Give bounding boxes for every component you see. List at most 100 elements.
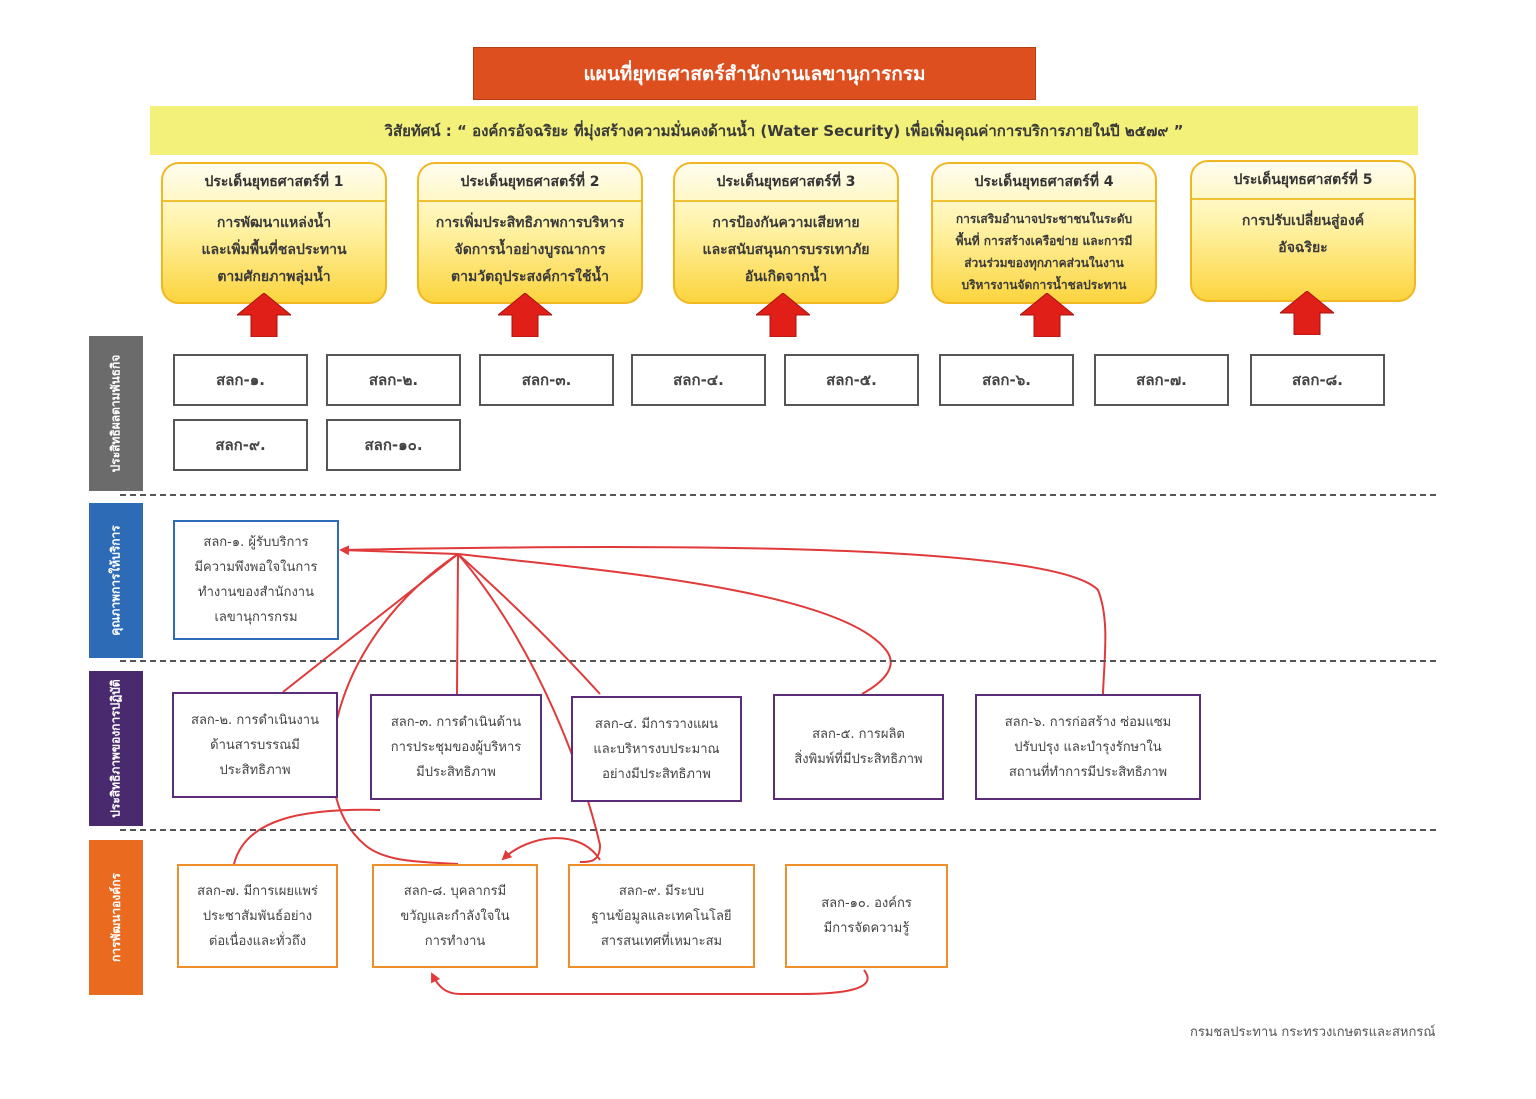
separator bbox=[120, 660, 1436, 662]
link-goal8-left bbox=[330, 553, 459, 865]
goal-box-6: สลก-๖. การก่อสร้าง ซ่อมแซม ปรับปรุง และบ… bbox=[975, 694, 1201, 800]
goal-line: มีการจัดความรู้ bbox=[823, 921, 910, 936]
link-goal9-to-goal8 bbox=[501, 837, 601, 861]
strategic-theme-3: ประเด็นยุทธศาสตร์ที่ 3 การป้องกันความเสี… bbox=[673, 162, 899, 304]
band-service: คุณภาพการให้บริการ bbox=[89, 503, 143, 658]
theme-line: จัดการน้ำอย่างบูรณาการ bbox=[454, 242, 606, 258]
up-arrow-icon bbox=[1020, 293, 1074, 337]
goal-line: ต่อเนื่องและทั่วถึง bbox=[208, 933, 307, 949]
band-efficiency: ประสิทธิภาพของการปฏิบัติ bbox=[89, 671, 143, 826]
theme-line: ตามศักยภาพลุ่มน้ำ bbox=[217, 269, 331, 285]
goal-line: สลก-๑. ผู้รับบริการ bbox=[203, 535, 309, 550]
up-arrow-icon bbox=[498, 293, 552, 337]
goal-box-2: สลก-๒. การดำเนินงาน ด้านสารบรรณมี ประสิท… bbox=[172, 692, 338, 798]
link-to-goal1 bbox=[339, 545, 459, 556]
link-goal5 bbox=[457, 553, 892, 695]
theme-line: ตามวัตถุประสงค์การใช้น้ำ bbox=[451, 269, 609, 285]
band-effectiveness: ประสิทธิผลตามพันธกิจ bbox=[89, 336, 143, 491]
theme-line: และเพิ่มพื้นที่ชลประทาน bbox=[201, 242, 347, 258]
goal-line: สลก-๑๐. องค์กร bbox=[821, 896, 912, 911]
theme-title: ประเด็นยุทธศาสตร์ที่ 1 bbox=[163, 164, 385, 202]
theme-title: ประเด็นยุทธศาสตร์ที่ 4 bbox=[933, 164, 1155, 202]
goal-line: ประชาสัมพันธ์อย่าง bbox=[202, 908, 313, 924]
theme-line: และสนับสนุนการบรรเทาภัย bbox=[702, 242, 870, 258]
goal-line: และบริหารงบประมาณ bbox=[593, 741, 720, 757]
goal-box-5: สลก-๕. การผลิต สิ่งพิมพ์ที่มีประสิทธิภาพ bbox=[773, 694, 944, 800]
goal-line: สลก-๕. การผลิต bbox=[812, 727, 905, 742]
objective-box-6: สลก-๖. bbox=[939, 354, 1074, 406]
goal-line: สลก-๓. การดำเนินด้าน bbox=[390, 714, 522, 730]
band-label: การพัฒนาองค์กร bbox=[108, 873, 123, 962]
goal-box-7: สลก-๗. มีการเผยแพร่ ประชาสัมพันธ์อย่าง ต… bbox=[177, 864, 338, 968]
theme-line: บริหารงานจัดการน้ำชลประทาน bbox=[961, 278, 1127, 292]
theme-line: พื้นที่ การสร้างเครือข่าย และการมี bbox=[955, 234, 1133, 248]
goal-line: สลก-๒. การดำเนินงาน bbox=[191, 712, 319, 728]
theme-text: การป้องกันความเสียหาย และสนับสนุนการบรรเ… bbox=[675, 202, 897, 291]
goal-line: ฐานข้อมูลและเทคโนโลยี bbox=[591, 908, 732, 924]
objective-box-4: สลก-๔. bbox=[631, 354, 766, 406]
up-arrow-icon bbox=[237, 293, 291, 337]
band-development: การพัฒนาองค์กร bbox=[89, 840, 143, 995]
goal-line: การทำงาน bbox=[424, 933, 486, 949]
theme-title: ประเด็นยุทธศาสตร์ที่ 5 bbox=[1192, 162, 1414, 200]
goal-line: สิ่งพิมพ์ที่มีประสิทธิภาพ bbox=[794, 752, 923, 767]
goal-line: สลก-๙. มีระบบ bbox=[618, 883, 705, 899]
footer-text: กรมชลประทาน กระทรวงเกษตรและสหกรณ์ bbox=[1190, 1025, 1436, 1040]
strategic-theme-4: ประเด็นยุทธศาสตร์ที่ 4 การเสริมอำนาจประช… bbox=[931, 162, 1157, 304]
goal-line: เลขานุการกรม bbox=[214, 610, 298, 625]
objective-box-2: สลก-๒. bbox=[326, 354, 461, 406]
goal-box-4: สลก-๔. มีการวางแผน และบริหารงบประมาณ อย่… bbox=[571, 696, 742, 802]
separator bbox=[120, 829, 1436, 831]
objective-box-10: สลก-๑๐. bbox=[326, 419, 461, 471]
strategic-theme-2: ประเด็นยุทธศาสตร์ที่ 2 การเพิ่มประสิทธิภ… bbox=[417, 162, 643, 304]
theme-text: การปรับเปลี่ยนสู่องค์ อัจฉริยะ bbox=[1192, 200, 1414, 262]
goal-box-10: สลก-๑๐. องค์กร มีการจัดความรู้ bbox=[785, 864, 948, 968]
link-goal10-to-goal8 bbox=[431, 969, 869, 995]
theme-line: อัจฉริยะ bbox=[1278, 240, 1328, 256]
objective-box-5: สลก-๕. bbox=[784, 354, 919, 406]
goal-line: อย่างมีประสิทธิภาพ bbox=[602, 766, 711, 782]
objective-box-7: สลก-๗. bbox=[1094, 354, 1229, 406]
goal-line: สลก-๖. การก่อสร้าง ซ่อมแซม bbox=[1004, 714, 1172, 730]
goal-line: ขวัญและกำลังใจใน bbox=[400, 908, 510, 924]
theme-line: ส่วนร่วมของทุกภาคส่วนในงาน bbox=[964, 256, 1124, 270]
goal-line: มีความพึงพอใจในการ bbox=[194, 560, 318, 575]
vision-statement: วิสัยทัศน์ : “ องค์กรอัจฉริยะ ที่มุ่งสร้… bbox=[150, 106, 1418, 155]
goal-line: ประสิทธิภาพ bbox=[219, 762, 291, 778]
goal-box-8: สลก-๘. บุคลากรมี ขวัญและกำลังใจใน การทำง… bbox=[372, 864, 538, 968]
goal-line: ปรับปรุง และบำรุงรักษาใน bbox=[1014, 739, 1162, 755]
goal-box-3: สลก-๓. การดำเนินด้าน การประชุมของผู้บริห… bbox=[370, 694, 542, 800]
objective-box-3: สลก-๓. bbox=[479, 354, 614, 406]
strategic-theme-5: ประเด็นยุทธศาสตร์ที่ 5 การปรับเปลี่ยนสู่… bbox=[1190, 160, 1416, 302]
goal-line: สถานที่ทำการมีประสิทธิภาพ bbox=[1008, 764, 1168, 780]
objective-box-9: สลก-๙. bbox=[173, 419, 308, 471]
goal-box-9: สลก-๙. มีระบบ ฐานข้อมูลและเทคโนโลยี สารส… bbox=[568, 864, 755, 968]
theme-line: การพัฒนาแหล่งน้ำ bbox=[216, 215, 332, 231]
theme-title: ประเด็นยุทธศาสตร์ที่ 2 bbox=[419, 164, 641, 202]
objective-box-1: สลก-๑. bbox=[173, 354, 308, 406]
theme-text: การเพิ่มประสิทธิภาพการบริหาร จัดการน้ำอย… bbox=[419, 202, 641, 291]
band-label: คุณภาพการให้บริการ bbox=[108, 525, 123, 636]
theme-text: การเสริมอำนาจประชาชนในระดับ พื้นที่ การส… bbox=[933, 202, 1155, 296]
objective-box-8: สลก-๘. bbox=[1250, 354, 1385, 406]
link-goal3 bbox=[456, 553, 459, 695]
goal-line: มีประสิทธิภาพ bbox=[416, 764, 496, 780]
theme-line: การป้องกันความเสียหาย bbox=[712, 215, 860, 231]
link-goal6 bbox=[340, 545, 1107, 695]
up-arrow-icon bbox=[756, 293, 810, 337]
theme-line: อันเกิดจากน้ำ bbox=[744, 269, 828, 285]
goal-line: สารสนเทศที่เหมาะสม bbox=[600, 933, 723, 949]
theme-line: การเสริมอำนาจประชาชนในระดับ bbox=[955, 212, 1133, 226]
theme-title: ประเด็นยุทธศาสตร์ที่ 3 bbox=[675, 164, 897, 202]
link-goal7 bbox=[233, 808, 381, 865]
band-label: ประสิทธิผลตามพันธกิจ bbox=[108, 354, 123, 473]
strategic-theme-1: ประเด็นยุทธศาสตร์ที่ 1 การพัฒนาแหล่งน้ำ … bbox=[161, 162, 387, 304]
goal-line: ด้านสารบรรณมี bbox=[210, 737, 300, 753]
theme-line: การปรับเปลี่ยนสู่องค์ bbox=[1241, 213, 1365, 229]
link-goal4 bbox=[457, 553, 601, 695]
page-title: แผนที่ยุทธศาสตร์สำนักงานเลขานุการกรม bbox=[473, 47, 1036, 100]
goal-line: สลก-๔. มีการวางแผน bbox=[594, 716, 719, 732]
goal-box-1: สลก-๑. ผู้รับบริการ มีความพึงพอใจในการ ท… bbox=[173, 520, 339, 640]
theme-line: การเพิ่มประสิทธิภาพการบริหาร bbox=[435, 215, 625, 231]
goal-line: การประชุมของผู้บริหาร bbox=[390, 739, 522, 755]
